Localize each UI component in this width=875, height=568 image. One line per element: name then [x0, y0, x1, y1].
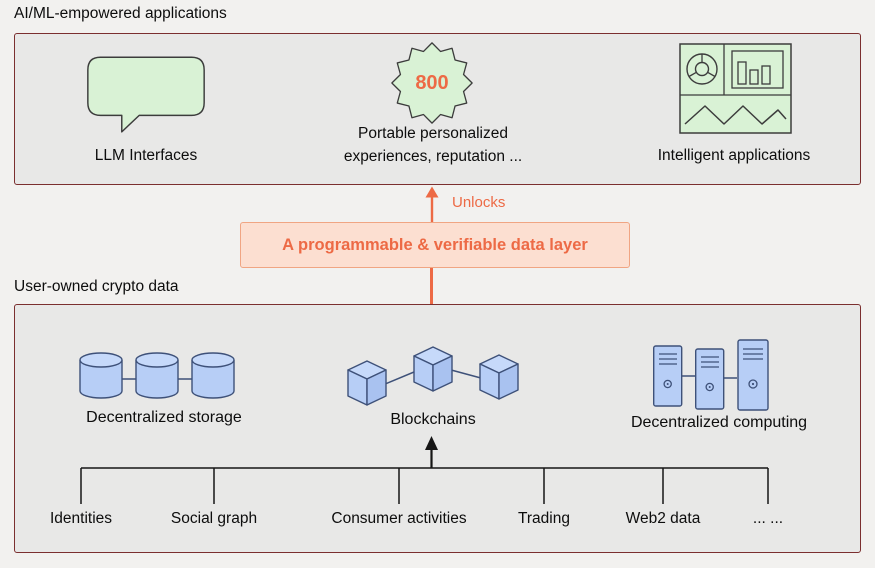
speech-bubble-icon [87, 56, 205, 133]
decentralized-storage-label: Decentralized storage [86, 409, 242, 426]
unlocks-label: Unlocks [452, 194, 506, 211]
portable-line1: Portable personalized [358, 125, 508, 142]
data-layer-label: A programmable & verifiable data layer [282, 235, 588, 254]
server-towers-icon [652, 339, 769, 411]
badge-value: 800 [415, 71, 449, 94]
ai-ml-applications-box: LLM Interfaces 800 Portable personalized… [14, 33, 861, 185]
source-tree-lines [80, 436, 769, 504]
source-ellipsis: ... ... [752, 510, 784, 527]
charts-dashboard-icon [679, 43, 792, 134]
intelligent-applications-label: Intelligent applications [657, 147, 811, 164]
portable-line2: experiences, reputation ... [343, 148, 523, 165]
unlocks-arrow-icon [425, 186, 439, 223]
llm-interfaces-label: LLM Interfaces [94, 147, 198, 164]
starburst-badge-icon [391, 42, 473, 124]
up-arrowhead [425, 436, 438, 450]
linked-cubes-icon [347, 346, 519, 406]
bottom-section-title: User-owned crypto data [14, 278, 179, 295]
connector-line [430, 268, 433, 305]
database-cylinders-icon [79, 352, 235, 399]
source-consumer-activities: Consumer activities [331, 510, 467, 527]
blockchains-label: Blockchains [390, 411, 476, 428]
data-layer-box: A programmable & verifiable data layer [240, 222, 630, 268]
crypto-data-box: Decentralized storage Blockchains [14, 304, 861, 553]
portable-experiences-label: Portable personalized experiences, reput… [344, 122, 522, 168]
source-trading: Trading [518, 510, 570, 527]
top-section-title: AI/ML-empowered applications [14, 5, 227, 22]
source-web2-data: Web2 data [625, 510, 701, 527]
source-social-graph: Social graph [170, 510, 258, 527]
source-identities: Identities [49, 510, 113, 527]
decentralized-computing-label: Decentralized computing [630, 414, 808, 431]
